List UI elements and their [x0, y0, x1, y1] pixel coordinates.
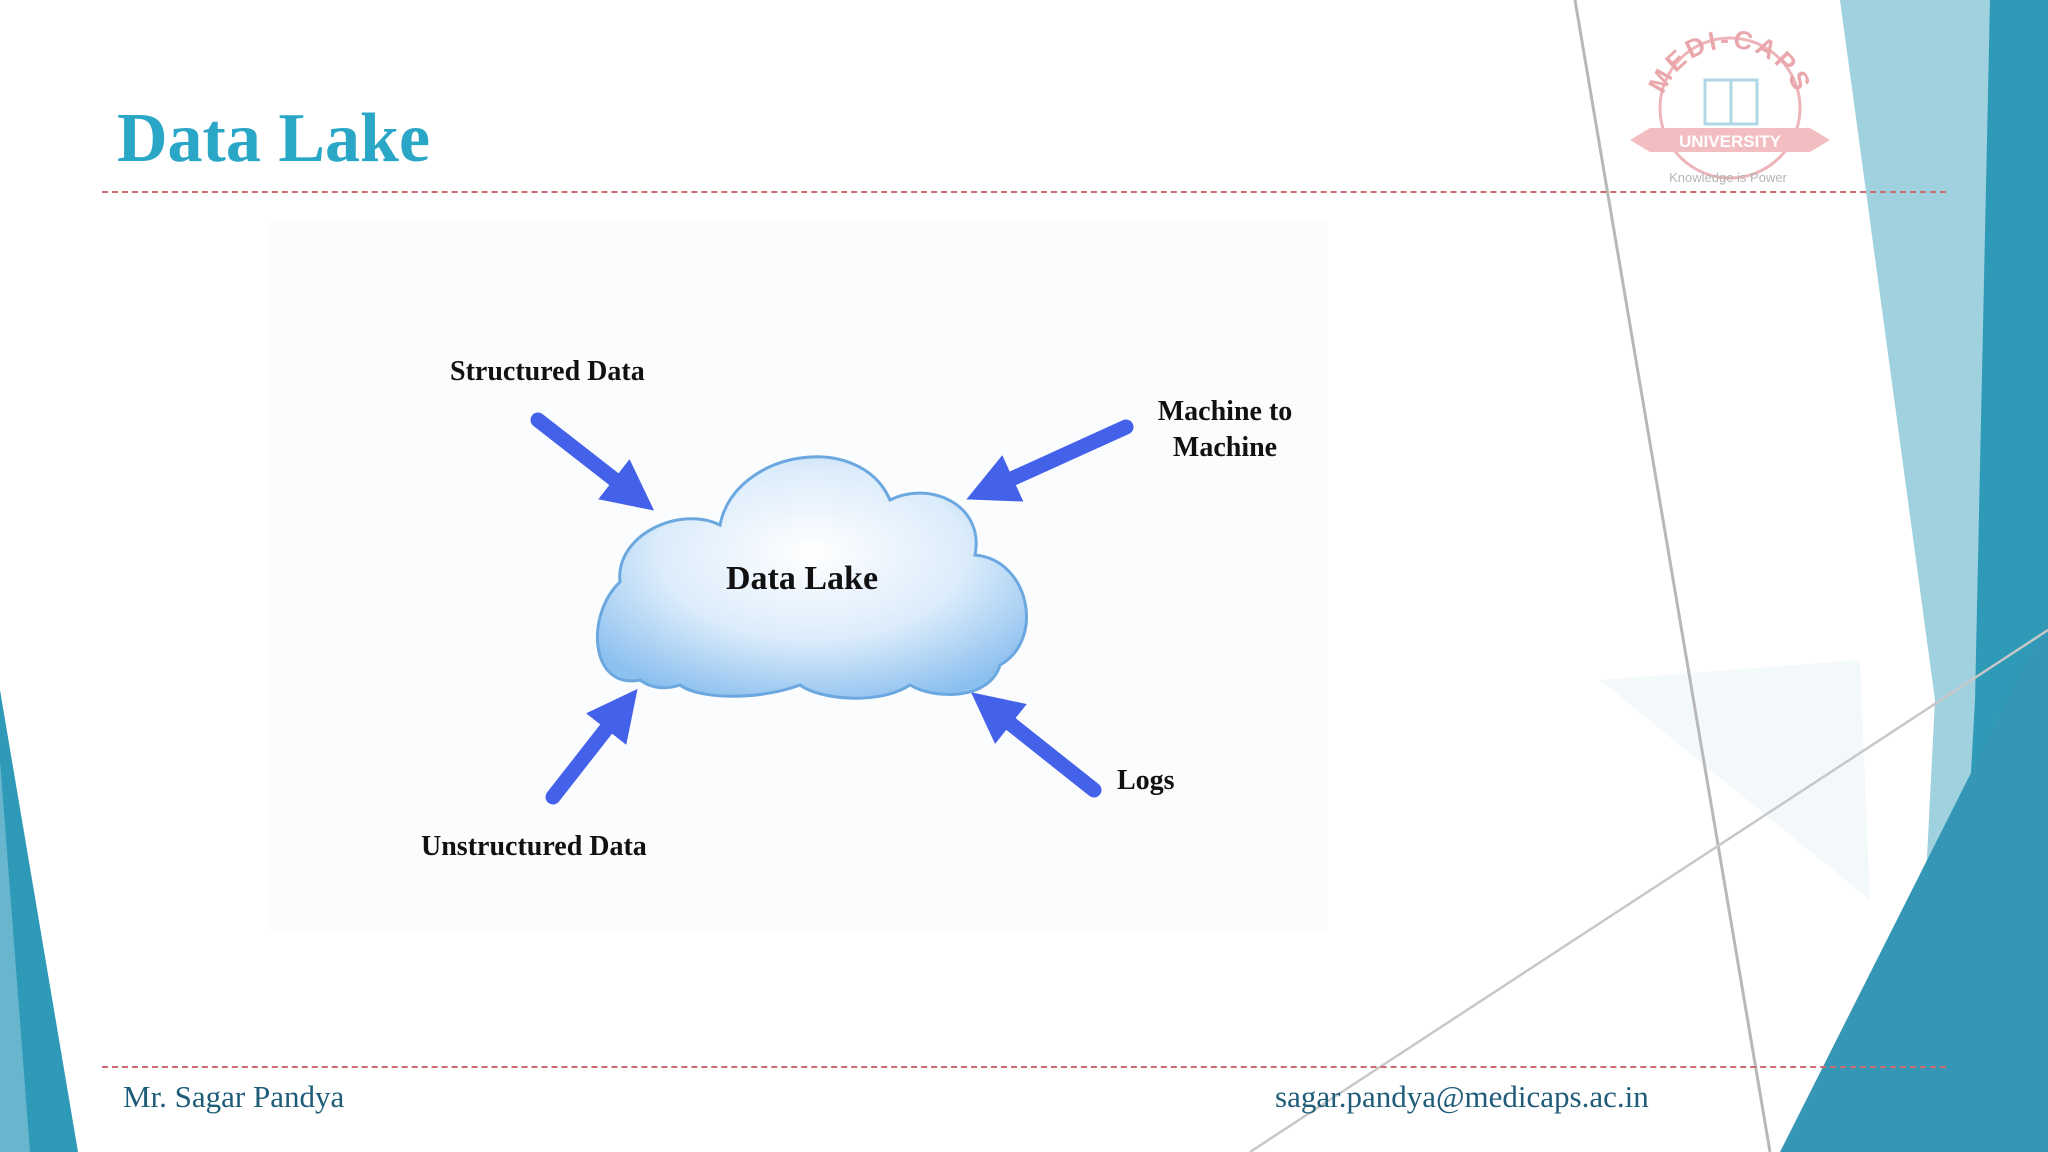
- data-lake-label: Data Lake: [726, 560, 879, 597]
- structured-data-label: Structured Data: [450, 356, 645, 387]
- svg-text:UNIVERSITY: UNIVERSITY: [1679, 132, 1782, 151]
- arrow-machine-to-machine: [966, 419, 1134, 502]
- unstructured-data-label: Unstructured Data: [421, 831, 647, 862]
- machine-label-line-2: Machine: [1172, 432, 1278, 463]
- footer-author: Mr. Sagar Pandya: [123, 1079, 345, 1114]
- left-light-wedge: [0, 760, 30, 1152]
- svg-text:Knowledge is Power: Knowledge is Power: [1669, 170, 1787, 185]
- arrow-structured-data: [530, 412, 655, 511]
- footer-email: sagar.pandya@medicaps.ac.in: [1275, 1079, 1649, 1114]
- bottom-right-wedge: [1780, 620, 2048, 1152]
- machine-label-line-1: Machine to: [1157, 396, 1293, 427]
- machine-to-machine-label: Machine to Machine: [1150, 394, 1300, 466]
- arrow-unstructured-data: [545, 688, 638, 805]
- slide-title: Data Lake: [117, 100, 431, 177]
- logs-label: Logs: [1117, 765, 1175, 796]
- diagonal-line-2: [1249, 628, 2048, 1152]
- arrow-logs: [971, 692, 1102, 798]
- cloud-shape: [595, 455, 1028, 700]
- footer-divider: [102, 1066, 1946, 1068]
- faint-pane: [1600, 660, 1870, 900]
- header-divider: [102, 191, 1946, 193]
